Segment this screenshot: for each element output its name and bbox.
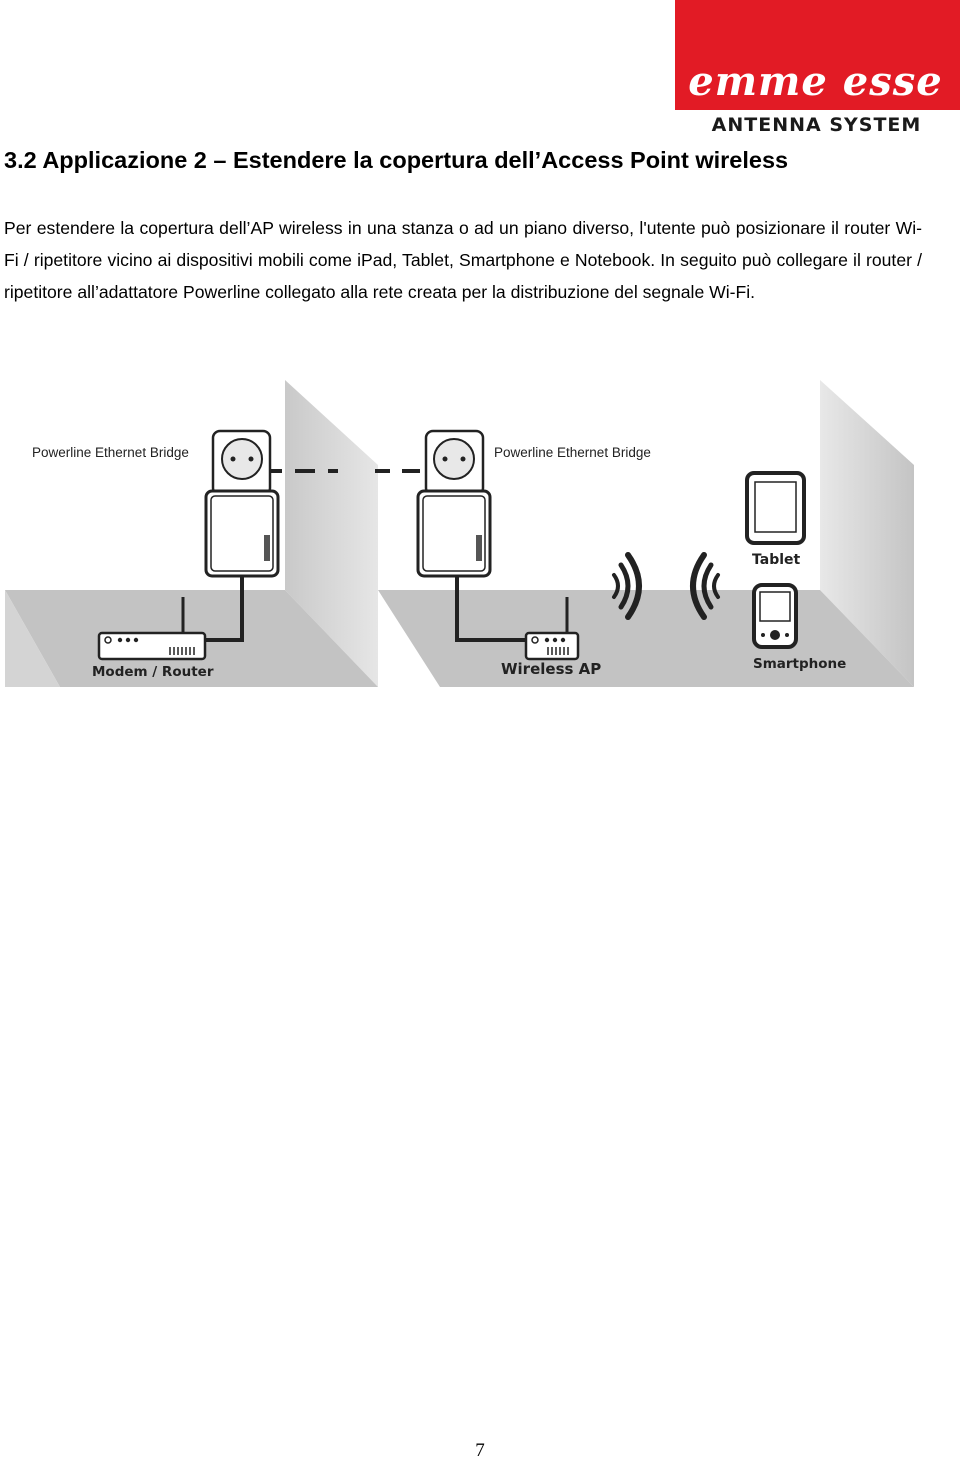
label-wireless-ap: Wireless AP xyxy=(501,660,601,678)
power-socket-icon xyxy=(211,429,272,497)
smartphone-icon xyxy=(752,583,798,649)
tablet-icon xyxy=(745,471,806,545)
section-paragraph: Per estendere la copertura dell’AP wirel… xyxy=(4,218,922,302)
powerline-adapter-icon xyxy=(204,489,280,578)
power-socket-icon xyxy=(424,429,485,497)
router-icon xyxy=(97,597,207,661)
powerline-adapter-icon xyxy=(416,489,492,578)
logo-subtitle: ANTENNA SYSTEM xyxy=(711,114,922,136)
page-number: 7 xyxy=(475,1440,485,1461)
label-modem-router: Modem / Router xyxy=(92,664,214,680)
logo-red-panel xyxy=(675,0,960,110)
ethernet-cable-left xyxy=(204,576,244,642)
label-bridge-right: Powerline Ethernet Bridge xyxy=(494,445,651,460)
powerline-diagram: Powerline Ethernet Bridge Powerline Ethe… xyxy=(5,380,914,687)
label-bridge-left: Powerline Ethernet Bridge xyxy=(32,445,189,460)
label-tablet: Tablet xyxy=(752,552,801,568)
label-smartphone: Smartphone xyxy=(753,656,846,672)
router-icon xyxy=(524,597,580,661)
ethernet-cable-right xyxy=(455,576,526,642)
logo-wordmark: emme esse xyxy=(688,58,943,105)
brand-logo: emme esse ANTENNA SYSTEM xyxy=(673,0,960,140)
section-title: 3.2 Applicazione 2 – Estendere la copert… xyxy=(4,147,789,173)
wifi-signal-icon xyxy=(612,552,720,620)
